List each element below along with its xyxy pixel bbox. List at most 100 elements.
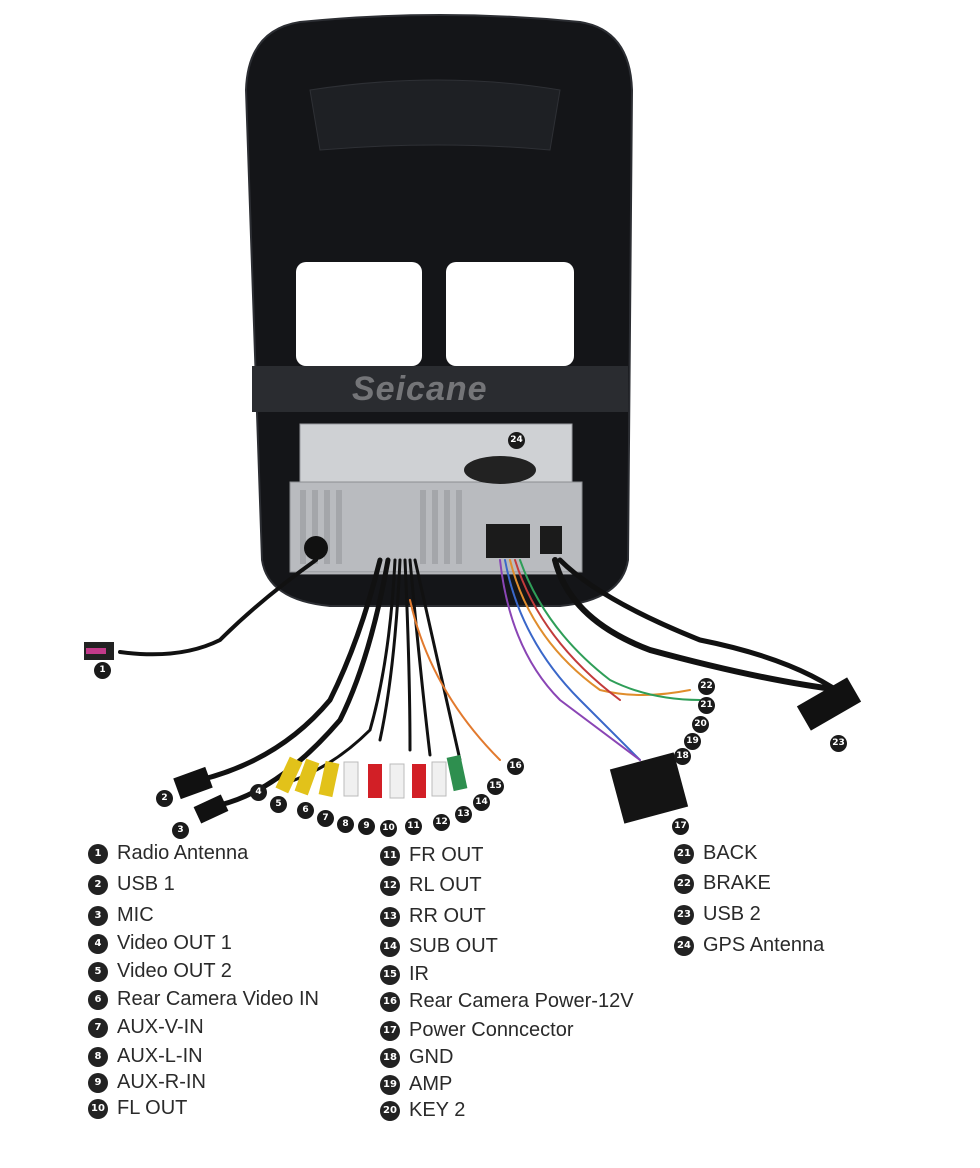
- legend-number: 16: [380, 991, 400, 1012]
- callout-1: 1: [94, 662, 111, 679]
- usb1-plug: [173, 766, 213, 800]
- mic-plug: [193, 794, 229, 824]
- callout-10: 10: [380, 820, 397, 837]
- callout-8: 8: [337, 816, 354, 833]
- callout-13: 13: [455, 806, 472, 823]
- legend-item: 1 Radio Antenna: [88, 842, 248, 865]
- legend-number: 13: [380, 906, 400, 927]
- legend-number: 21: [674, 843, 694, 864]
- legend-number: 24: [674, 935, 694, 956]
- legend-label: BRAKE: [703, 872, 771, 894]
- legend-label: MIC: [117, 904, 154, 926]
- legend-label: AUX-V-IN: [117, 1016, 204, 1038]
- legend-label: KEY 2: [409, 1099, 466, 1121]
- rca-plugs: [275, 754, 468, 799]
- product-photo: [84, 14, 862, 824]
- legend-item: 10 FL OUT: [88, 1097, 187, 1120]
- callout-6: 6: [297, 802, 314, 819]
- legend-number: 19: [380, 1074, 400, 1095]
- legend-label: FR OUT: [409, 844, 484, 866]
- legend-label: IR: [409, 963, 429, 985]
- legend-item: 9 AUX-R-IN: [88, 1071, 206, 1094]
- callout-23: 23: [830, 735, 847, 752]
- legend-label: Video OUT 2: [117, 960, 232, 982]
- legend-label: RL OUT: [409, 874, 482, 896]
- legend-label: AUX-L-IN: [117, 1045, 203, 1067]
- legend-item: 16 Rear Camera Power-12V: [380, 990, 634, 1013]
- callout-7: 7: [317, 810, 334, 827]
- callout-21: 21: [698, 697, 715, 714]
- legend-number: 22: [674, 873, 694, 894]
- brand-watermark: Seicane: [352, 370, 488, 408]
- legend-item: 13 RR OUT: [380, 905, 486, 928]
- legend-label: BACK: [703, 842, 758, 864]
- legend-label: FL OUT: [117, 1097, 188, 1119]
- callout-20: 20: [692, 716, 709, 733]
- callout-4: 4: [250, 784, 267, 801]
- legend-number: 7: [88, 1017, 108, 1038]
- left-opening: [296, 262, 422, 366]
- top-vent: [309, 79, 561, 151]
- power-connector-plug: [609, 752, 689, 824]
- legend-item: 11 FR OUT: [380, 844, 483, 867]
- legend-number: 8: [88, 1046, 108, 1067]
- legend-number: 15: [380, 964, 400, 985]
- legend-number: 3: [88, 905, 108, 926]
- panel-band: [252, 366, 628, 412]
- legend-number: 17: [380, 1020, 400, 1041]
- power-socket: [486, 524, 530, 558]
- legend-label: USB 2: [703, 903, 761, 925]
- callout-2: 2: [156, 790, 173, 807]
- legend-number: 4: [88, 933, 108, 954]
- legend-number: 23: [674, 904, 694, 925]
- legend-number: 10: [88, 1098, 108, 1119]
- callout-17: 17: [672, 818, 689, 835]
- legend-number: 12: [380, 875, 400, 896]
- legend-item: 3 MIC: [88, 904, 154, 927]
- callout-18: 18: [674, 748, 691, 765]
- legend-number: 2: [88, 874, 108, 895]
- legend-item: 6 Rear Camera Video IN: [88, 988, 319, 1011]
- legend-label: Rear Camera Power-12V: [409, 990, 634, 1012]
- legend-label: Video OUT 1: [117, 932, 232, 954]
- legend-label: Power Conncector: [409, 1019, 574, 1041]
- legend-item: 23 USB 2: [674, 903, 761, 926]
- legend-item: 17 Power Conncector: [380, 1019, 574, 1042]
- callout-15: 15: [487, 778, 504, 795]
- legend-label: Radio Antenna: [117, 842, 249, 864]
- callout-9: 9: [358, 818, 375, 835]
- right-opening: [446, 262, 574, 366]
- legend-item: 22 BRAKE: [674, 872, 771, 895]
- legend-label: Rear Camera Video IN: [117, 988, 319, 1010]
- callout-12: 12: [433, 814, 450, 831]
- legend-number: 1: [88, 843, 108, 864]
- legend-item: 12 RL OUT: [380, 874, 482, 897]
- legend-number: 9: [88, 1072, 108, 1093]
- legend-label: GPS Antenna: [703, 934, 825, 956]
- legend-item: 15 IR: [380, 963, 429, 986]
- callout-16: 16: [507, 758, 524, 775]
- legend-label: USB 1: [117, 873, 175, 895]
- legend-item: 5 Video OUT 2: [88, 960, 232, 983]
- legend-item: 24 GPS Antenna: [674, 934, 824, 957]
- legend-number: 14: [380, 936, 400, 957]
- legend-number: 6: [88, 989, 108, 1010]
- radio-antenna-socket: [304, 536, 328, 560]
- legend-number: 11: [380, 845, 400, 866]
- callout-3: 3: [172, 822, 189, 839]
- callout-22: 22: [698, 678, 715, 695]
- legend-label: GND: [409, 1046, 454, 1068]
- legend-item: 4 Video OUT 1: [88, 932, 232, 955]
- callout-24: 24: [508, 432, 525, 449]
- legend-label: RR OUT: [409, 905, 486, 927]
- legend-number: 5: [88, 961, 108, 982]
- legend-item: 8 AUX-L-IN: [88, 1045, 203, 1068]
- legend-label: AUX-R-IN: [117, 1071, 206, 1093]
- callout-19: 19: [684, 733, 701, 750]
- legend-item: 7 AUX-V-IN: [88, 1016, 204, 1039]
- callout-11: 11: [405, 818, 422, 835]
